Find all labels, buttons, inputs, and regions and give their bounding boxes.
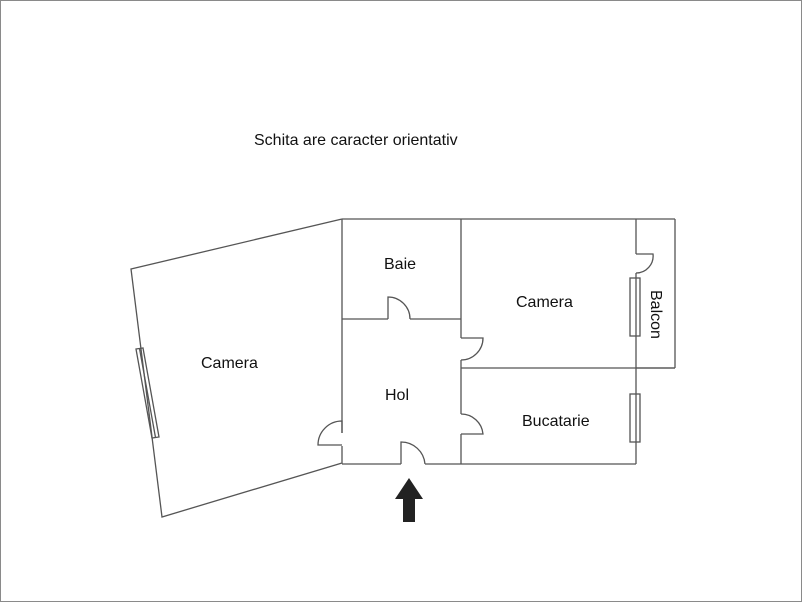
window-camera-left-inner (138, 348, 157, 438)
room-label-baie: Baie (384, 256, 416, 273)
room-label-camera-left: Camera (201, 355, 258, 372)
window-bucatarie (629, 393, 641, 443)
room-label-balcon: Balcon (647, 290, 664, 339)
door-camera-left (317, 420, 343, 446)
door-bucatarie (460, 413, 484, 435)
wall-camera-left (130, 218, 343, 518)
orientation-note: Schita are caracter orientativ (254, 132, 458, 149)
entrance-arrow-icon (395, 478, 423, 522)
window-camera-left (135, 347, 160, 439)
door-baie (387, 296, 411, 320)
door-camera-right (460, 337, 484, 361)
window-camera-right (629, 277, 641, 337)
room-label-bucatarie: Bucatarie (522, 413, 590, 430)
room-label-hol: Hol (385, 387, 409, 404)
door-balcon (635, 253, 654, 274)
door-entrance (400, 441, 426, 465)
room-label-camera-right: Camera (516, 294, 573, 311)
